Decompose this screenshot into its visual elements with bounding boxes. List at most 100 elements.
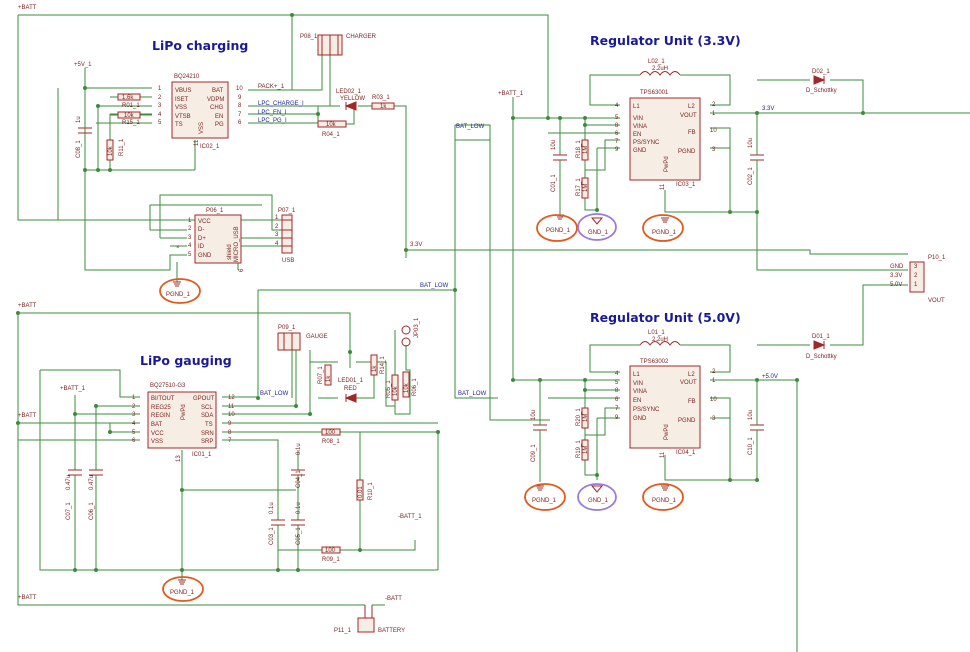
p06-pin-gnd: GND <box>198 253 212 259</box>
r15-ref: R15_1 <box>122 120 140 126</box>
diode-d01 <box>813 340 826 350</box>
resistor-r08 <box>321 428 341 436</box>
title-regulator-3v3: Regulator Unit (3.3V) <box>590 33 741 48</box>
r05-value: 10k <box>393 385 399 396</box>
jumper-jp03-bot <box>401 337 411 347</box>
rail-neg-batt1: -BATT_1 <box>398 514 422 520</box>
resistor-r07 <box>324 364 332 386</box>
d01-type: D_Schottky <box>806 354 837 360</box>
gauge-num-2: 2 <box>132 404 136 410</box>
p06-num-1: 1 <box>188 218 192 224</box>
connector-p10-label: VOUT <box>928 298 945 304</box>
charger-pin-iset: ISET <box>175 97 189 103</box>
gauge-ic-body <box>147 391 217 449</box>
reg33-pwpd: PwPd <box>664 156 670 172</box>
led02-ref: LED02_1 <box>336 89 362 95</box>
reg50-num-1: 1 <box>712 378 716 384</box>
connector-p11-ref: P11_1 <box>334 628 352 634</box>
resistor-r17 <box>581 177 589 199</box>
gauge-pin-regin: REGIN <box>151 413 170 419</box>
p06-pin-id: ID <box>198 244 205 250</box>
gauge-num-4: 4 <box>132 421 136 427</box>
r09-value: 100 <box>325 548 336 554</box>
r20-ref: R20_1 <box>576 408 582 426</box>
gauge-pin-bitout: BI/TOUT <box>151 396 175 402</box>
gauge-num-10: 10 <box>228 412 235 418</box>
connector-p07-ref: P07_1 <box>278 208 296 214</box>
ground-icon <box>661 485 669 491</box>
r05-ref: R05_1 <box>386 380 392 398</box>
charger-num-7: 7 <box>238 112 242 118</box>
gnd-r33-label: GND_1 <box>588 230 609 236</box>
reg50-num-10: 10 <box>710 397 717 403</box>
reg50-ic: TPS63002 IC04_1 L1 VIN VINA EN PS/SYNC G… <box>615 359 717 458</box>
reg33-pin-vout: VOUT <box>680 113 697 119</box>
led01-color: RED <box>344 386 357 392</box>
reg33-pin-fb: FB <box>688 130 696 136</box>
l01-value: 2.2uH <box>652 337 668 343</box>
net-chg: LPC_CHARGE_I <box>258 101 304 107</box>
p07-num-3: 3 <box>275 232 279 238</box>
r20-value: 1M <box>583 414 589 422</box>
r18-value: 1M <box>583 146 589 154</box>
pgnd-r50a-label: PGND_1 <box>532 498 557 504</box>
r06-value: 10k <box>404 382 410 393</box>
c01-ref: C01_1 <box>551 174 557 192</box>
r06-ref: R06_1 <box>412 378 418 396</box>
c07-value: 0.47u <box>66 475 72 490</box>
connector-p10 <box>909 261 925 293</box>
net-labels: BAT_LOW BAT_LOW BAT_LOW BAT_LOW PACK+_1 … <box>258 84 487 397</box>
connector-p07-label: USB <box>282 258 294 264</box>
reg50-pin-pgnd: PGND <box>678 418 696 424</box>
highlight-pgnd-r50a <box>524 483 566 511</box>
capacitor-c05 <box>291 519 305 526</box>
ground-icon <box>536 485 544 491</box>
rail-batt-gauge: +BATT <box>18 413 37 419</box>
c03-value: 0.1u <box>269 502 275 514</box>
gnd-r50-label: GND_1 <box>588 498 609 504</box>
p06-pin-dplus: D+ <box>198 236 206 242</box>
p10-num-3: 3 <box>914 264 918 270</box>
d02-ref: D02_1 <box>812 69 830 75</box>
c06-value: 0.47u <box>89 475 95 490</box>
charger-num-9: 9 <box>238 95 242 101</box>
pgnd-r33a-label: PGND_1 <box>546 228 571 234</box>
capacitor-c10 <box>750 424 764 431</box>
rail-batt-top: +BATT <box>18 5 37 11</box>
charger-num-10: 10 <box>236 86 243 92</box>
r14-ref: R14_1 <box>380 356 386 374</box>
resistor-r06 <box>402 371 410 398</box>
resistor-r05 <box>391 374 399 401</box>
reg50-num-3: 3 <box>712 416 716 422</box>
reg50-num-6: 6 <box>615 397 619 403</box>
gauge-pin-gpout: GPOUT <box>193 396 215 402</box>
resistor-r14 <box>370 354 378 376</box>
reg33-pin-en: EN <box>633 132 641 138</box>
connector-p06 <box>194 214 242 264</box>
rail-labels: +BATT +BATT +BATT +BATT +BATT_1 +BATT_1 … <box>18 5 778 602</box>
p07-num-2: 2 <box>275 224 279 230</box>
c08-value: 1u <box>76 116 82 123</box>
charger-pin-ts: TS <box>175 122 183 128</box>
p07-num-4: 4 <box>275 241 279 247</box>
r10-value: 0.01 <box>358 486 364 498</box>
resistor-r20 <box>581 407 589 429</box>
inductors: L02_1 2.2uH L01_1 2.2uH <box>639 59 681 346</box>
capacitor-c02 <box>750 154 764 161</box>
charger-pin-en: EN <box>215 114 223 120</box>
resistor-r19 <box>581 439 589 461</box>
charger-num-11: 11 <box>194 139 200 146</box>
c06-ref: C06_1 <box>89 502 95 520</box>
connectors: P08_1 CHARGER P06_1 VCC D- D+ ID GND 1 2… <box>176 34 946 634</box>
gauge-pin-vcc: VCC <box>151 431 164 437</box>
gauge-pin-srp: SRP <box>201 439 213 445</box>
rail-5v: +5V_1 <box>74 62 92 68</box>
c03-ref: C03_1 <box>269 527 275 545</box>
c10-ref: C10_1 <box>748 437 754 455</box>
rail-3v3: 3.3V <box>410 242 422 248</box>
pgnd-gauge-label: PGND_1 <box>170 590 195 596</box>
title-lipo-charging: LiPo charging <box>152 38 248 53</box>
p06-num-6: 6 <box>239 268 245 272</box>
charger-pin-vss-side: VSS <box>199 122 205 134</box>
